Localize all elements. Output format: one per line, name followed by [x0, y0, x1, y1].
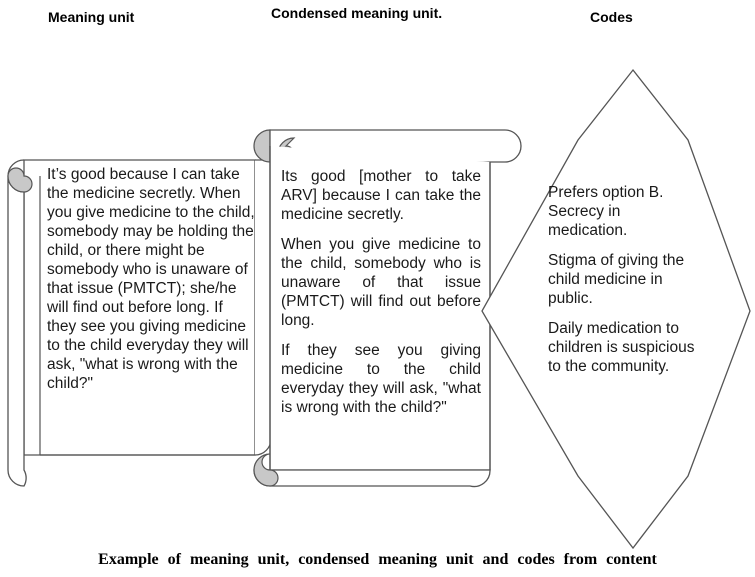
codes-star-shape: [481, 68, 751, 550]
codes-text-box: Prefers option B. Secrecy in medication.…: [548, 183, 696, 387]
meaning-unit-scroll: [7, 159, 272, 487]
meaning-unit-scroll-left-roll: [7, 159, 27, 487]
meaning-unit-text: It’s good because I can take the medicin…: [47, 166, 255, 392]
codes-star: [481, 68, 751, 550]
condensed-paragraph-1: Its good [mother to take ARV] because I …: [281, 168, 481, 223]
condensed-text-box: Its good [mother to take ARV] because I …: [281, 167, 481, 428]
header-meaning-unit: Meaning unit: [48, 9, 135, 25]
header-condensed-meaning-unit: Condensed meaning unit.: [271, 5, 443, 21]
condensed-scroll: [253, 129, 522, 488]
codes-paragraph-2: Stigma of giving the child medicine in p…: [548, 252, 685, 307]
meaning-unit-scroll-right-roll: [254, 159, 272, 456]
codes-paragraph-3: Daily medication to children is suspicio…: [548, 320, 695, 375]
condensed-scroll-bottom-roll: [253, 469, 491, 488]
meaning-unit-scroll-left-curl: [7, 167, 33, 193]
condensed-paragraph-3: If they see you giving medicine to the c…: [281, 342, 481, 416]
condensed-paragraph-2: When you give medicine to the child, som…: [281, 236, 481, 329]
condensed-scroll-top-left-curl: [253, 129, 271, 163]
meaning-unit-text-box: It’s good because I can take the medicin…: [47, 165, 255, 404]
header-codes: Codes: [590, 9, 633, 25]
codes-paragraph-1: Prefers option B. Secrecy in medication.: [548, 184, 664, 239]
condensed-scroll-bottom-left-curl: [253, 453, 279, 487]
figure-caption: Example of meaning unit, condensed meani…: [98, 551, 657, 568]
